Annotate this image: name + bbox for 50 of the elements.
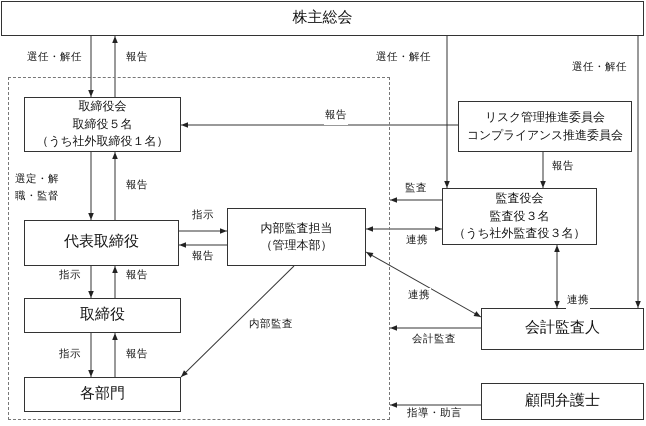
node-text: 会計監査人 <box>525 318 600 338</box>
org-box <box>458 101 632 152</box>
node-text: リスク管理推進委員会 <box>485 109 605 126</box>
org-box <box>24 298 181 333</box>
arrow <box>366 252 482 318</box>
arrow <box>112 152 118 220</box>
arrow <box>180 266 294 378</box>
node-text: 取締役会 <box>78 98 126 116</box>
arrow <box>112 332 118 378</box>
org-box <box>24 377 181 412</box>
node-text: （管理本部） <box>260 237 332 254</box>
arrow <box>88 36 94 98</box>
arrow <box>554 244 560 308</box>
org-box <box>1 1 644 36</box>
node-text: 取締役５名 <box>72 116 132 133</box>
node-text: 各部門 <box>80 384 125 404</box>
node-text: （うち社外監査役３名） <box>454 225 586 242</box>
arrow <box>390 402 482 408</box>
arrow <box>88 266 94 298</box>
arrow <box>180 122 458 128</box>
arrow <box>178 228 228 234</box>
org-box <box>481 383 644 420</box>
org-box <box>481 308 644 350</box>
group-boundary <box>8 77 390 420</box>
node-text: 監査役会 <box>496 190 544 208</box>
arrow <box>88 332 94 378</box>
arrow <box>390 325 482 331</box>
node-text: 取締役 <box>80 306 125 325</box>
arrow <box>178 242 228 248</box>
org-box <box>442 188 597 245</box>
node-text: 代表取締役 <box>64 232 139 252</box>
edge-label: 報告 <box>324 108 348 125</box>
arrow <box>88 152 94 220</box>
node-text: 監査役３名 <box>490 208 550 225</box>
arrow <box>366 226 442 232</box>
org-box <box>24 220 179 266</box>
node-text: （うち社外取締役１名） <box>36 133 168 150</box>
node-text: コンプライアンス推進委員会 <box>467 126 623 144</box>
node-text: 株主総会 <box>292 8 352 28</box>
node-text: 内部監査担当 <box>260 220 332 237</box>
arrow <box>540 152 546 188</box>
arrow <box>390 197 442 203</box>
node-text: 顧問弁護士 <box>525 392 600 411</box>
arrow <box>112 36 118 98</box>
org-box <box>24 97 181 152</box>
arrow <box>635 36 641 308</box>
org-box <box>227 208 366 266</box>
arrow <box>444 36 450 188</box>
edge-label: 連携 <box>566 293 590 310</box>
arrow <box>112 266 118 298</box>
